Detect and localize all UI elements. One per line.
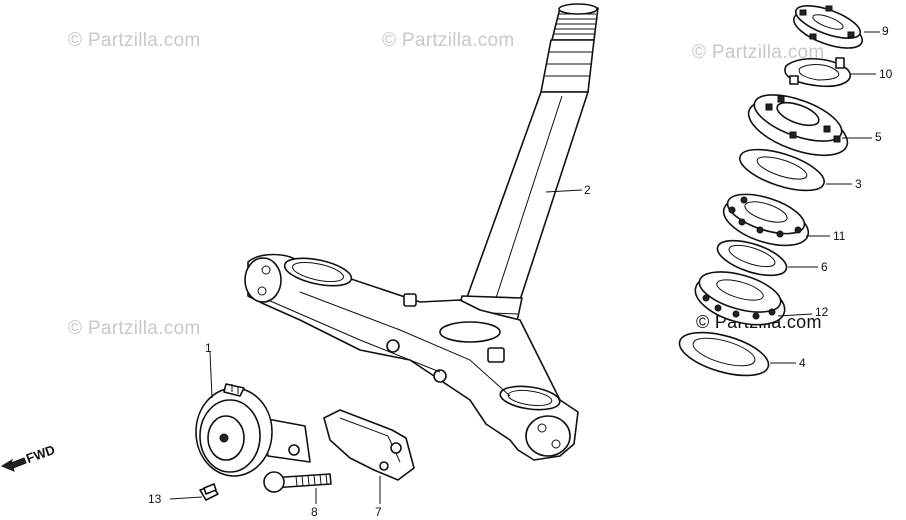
callout-8: 8	[311, 505, 318, 519]
dust-seal-part	[739, 148, 825, 192]
horn-part	[195, 383, 311, 477]
bearing-adjust-nut-part	[747, 94, 849, 157]
callout-2: 2	[584, 183, 591, 197]
bracket-part	[323, 409, 415, 481]
callout-11: 11	[833, 229, 846, 243]
callout-9: 9	[882, 24, 889, 38]
lock-washer-part	[784, 57, 851, 88]
leader-lines	[169, 31, 880, 504]
watermark: © Partzilla.com	[692, 42, 825, 63]
watermark: © Partzilla.com	[68, 30, 201, 51]
callout-1: 1	[205, 341, 212, 355]
bottom-bridge-part	[244, 253, 579, 461]
watermark: © Partzilla.com	[382, 30, 515, 51]
bearing-race-part	[716, 239, 788, 277]
callout-3: 3	[855, 177, 862, 191]
callout-12: 12	[815, 305, 829, 319]
callout-4: 4	[799, 356, 806, 370]
fwd-arrow-icon	[0, 457, 27, 472]
watermark: © Partzilla.com	[68, 318, 201, 339]
lower-seal-part	[678, 331, 770, 377]
callout-7: 7	[375, 505, 382, 519]
bolt-part	[263, 471, 332, 493]
steering-stem-part	[455, 3, 599, 327]
callout-10: 10	[879, 67, 893, 81]
callout-13: 13	[148, 492, 162, 506]
lower-bearing-part	[694, 271, 786, 326]
small-bolt-part	[199, 483, 219, 501]
callout-5: 5	[875, 130, 882, 144]
lock-nut-part	[793, 5, 863, 49]
callout-6: 6	[821, 260, 828, 274]
